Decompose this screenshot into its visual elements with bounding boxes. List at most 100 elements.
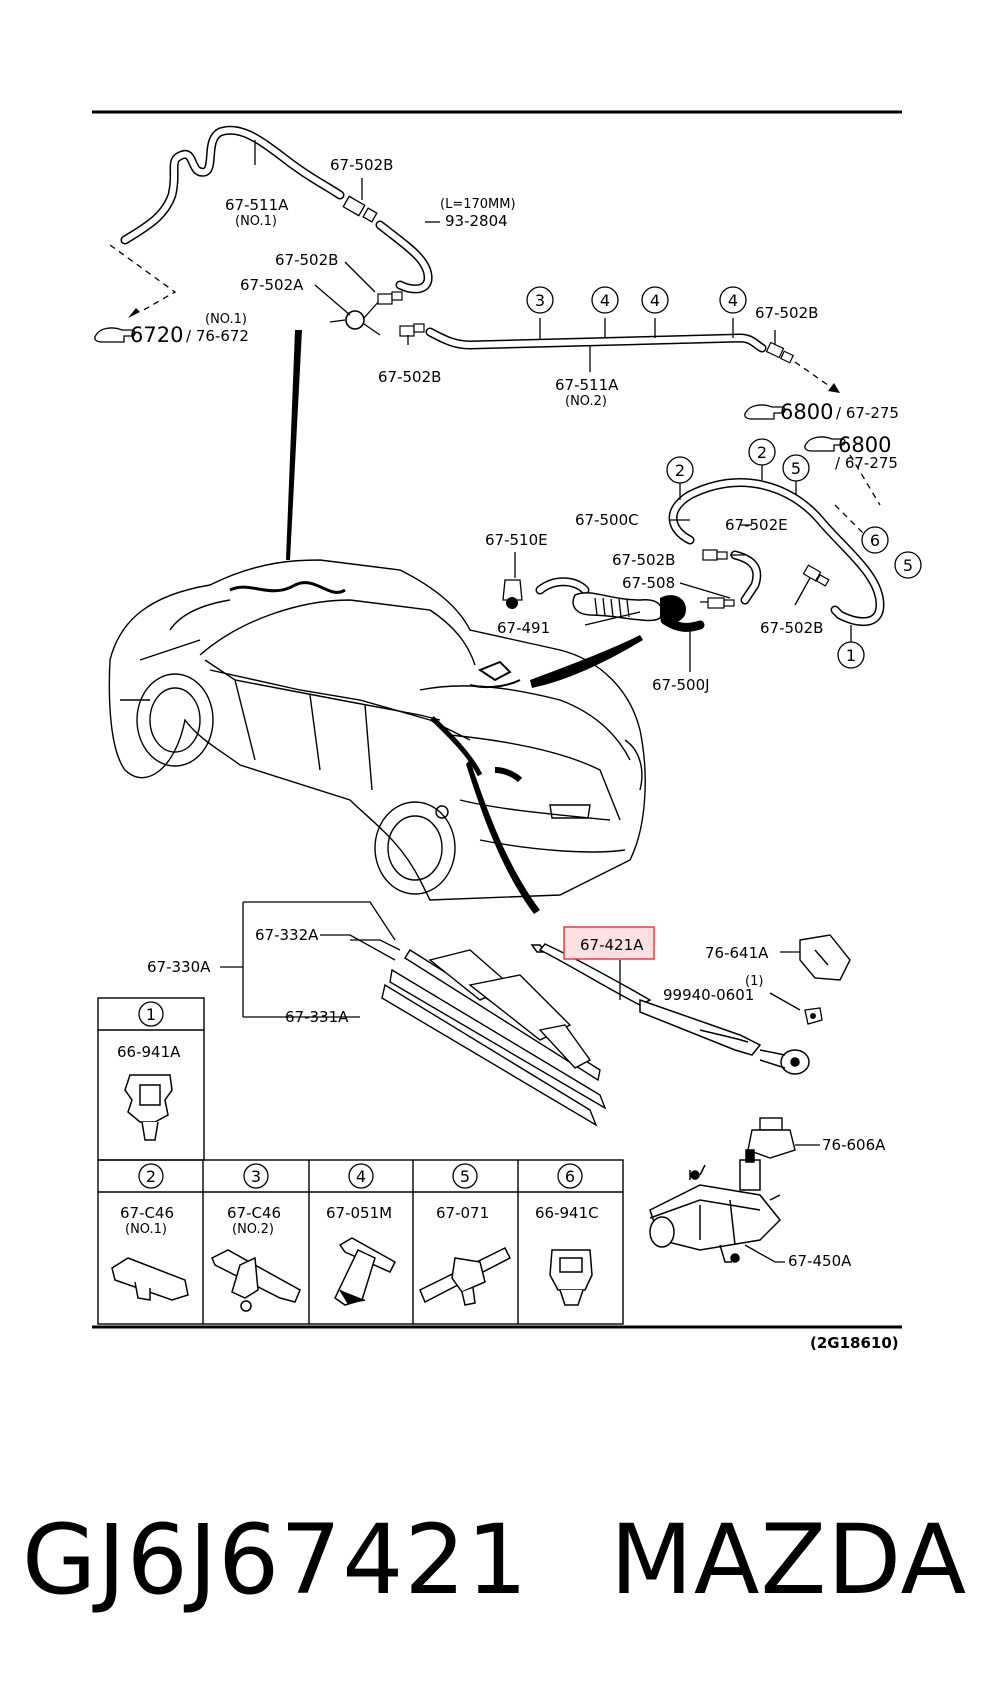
- hose-93-2804: [375, 220, 433, 294]
- svg-text:6: 6: [565, 1167, 575, 1186]
- svg-text:66-941A: 66-941A: [117, 1043, 181, 1061]
- svg-text:1: 1: [146, 1005, 156, 1024]
- callout-3-hose: 3: [526, 286, 554, 314]
- label-67-450a: 67-450A: [788, 1252, 852, 1270]
- callout-4b-hose: 4: [641, 286, 669, 314]
- label-67-502b-a: 67-502B: [330, 156, 393, 174]
- fitting-67-508: [707, 597, 735, 609]
- label-67-330a: 67-330A: [147, 958, 211, 976]
- label-67-502b-c: 67-502B: [378, 368, 441, 386]
- brand-name: MAZDA: [610, 1504, 968, 1616]
- connector-67-502b-top: [342, 195, 378, 223]
- label-length: (L=170MM): [440, 197, 516, 212]
- valve-67-491: [535, 577, 705, 632]
- hose-67-502e: [730, 550, 762, 605]
- cap-76-641a: [799, 934, 851, 981]
- reference-6800-a: 6800 / 67-275: [744, 400, 899, 424]
- label-67-500j: 67-500J: [652, 676, 710, 694]
- label-67-502b-d: 67-502B: [755, 304, 818, 322]
- legend-item-3: 3 67-C46 (NO.2): [211, 1163, 301, 1312]
- label-67-502a: 67-502A: [240, 276, 304, 294]
- svg-text:4: 4: [728, 291, 738, 310]
- label-67-508: 67-508: [622, 574, 675, 592]
- callout-5b-rear: 5: [894, 551, 922, 579]
- clip-66-941a-icon: [124, 1074, 173, 1141]
- label-no1: (NO.1): [205, 312, 247, 327]
- callout-2b-rear: 2: [748, 438, 776, 466]
- legend-item-2: 2 67-C46 (NO.1): [111, 1163, 189, 1301]
- label-76-672: / 76-672: [186, 327, 249, 345]
- svg-text:2: 2: [757, 443, 767, 462]
- highlight-67-421a: [563, 926, 655, 960]
- hose-67-500c: [668, 478, 885, 626]
- clip-67-071-icon: [419, 1246, 512, 1306]
- pointing-hand-icon: [94, 327, 136, 343]
- legend-item-1: 1 66-941A: [117, 1001, 181, 1141]
- nut-99940-0601: [804, 1007, 823, 1025]
- wiper-on-car: [430, 716, 483, 777]
- label-67-502b-f: 67-502B: [760, 619, 823, 637]
- label-67-275-b: / 67-275: [835, 454, 898, 472]
- svg-text:2: 2: [146, 1167, 156, 1186]
- diagram-code: (2G18610): [810, 1334, 899, 1352]
- svg-text:(NO.1): (NO.1): [125, 1222, 167, 1237]
- svg-text:6: 6: [870, 531, 880, 550]
- hose-67-511a-no2: [425, 327, 767, 353]
- legend-item-6: 6 66-941C: [535, 1163, 599, 1306]
- label-93-2804: 93-2804: [445, 212, 508, 230]
- clip-67-c46-no1-icon: [111, 1257, 189, 1301]
- label-67-511a-no2: 67-511A: [555, 376, 619, 394]
- clip-67-c46-no2-icon: [211, 1249, 301, 1312]
- label-6720: 6720: [130, 323, 183, 347]
- callout-4c-hose: 4: [719, 286, 747, 314]
- label-67-511a-no1: 67-511A: [225, 196, 289, 214]
- callout-4a-hose: 4: [591, 286, 619, 314]
- label-6800-a: 6800: [780, 400, 833, 424]
- svg-text:5: 5: [903, 556, 913, 575]
- pointing-hand-icon: [744, 404, 786, 420]
- junction-67-502a: [329, 291, 425, 337]
- label-76-641a: 76-641A: [705, 944, 769, 962]
- callout-1-rear: 1: [837, 641, 865, 669]
- label-76-606a: 76-606A: [822, 1136, 886, 1154]
- cap-76-606a: [747, 1117, 796, 1159]
- leader-wedge-2: [530, 635, 643, 688]
- clip-67-051m-icon: [334, 1237, 396, 1306]
- label-67-331a: 67-331A: [285, 1008, 349, 1026]
- svg-text:2: 2: [675, 461, 685, 480]
- label-67-500c: 67-500C: [575, 511, 639, 529]
- label-99940-0601: 99940-0601: [663, 986, 754, 1004]
- label-67-275-a: / 67-275: [836, 404, 899, 422]
- svg-text:67-C46: 67-C46: [120, 1204, 174, 1222]
- motor-67-450a: [649, 1149, 782, 1263]
- reference-6720: 6720 / 76-672: [94, 323, 249, 347]
- hose-67-511a-no1: [120, 125, 345, 245]
- legend-item-5: 5 67-071: [419, 1163, 512, 1306]
- label-67-332a: 67-332A: [255, 926, 319, 944]
- label-67-502e: 67-502E: [725, 516, 788, 534]
- car-illustration: [108, 559, 646, 901]
- svg-text:3: 3: [251, 1167, 261, 1186]
- callout-5a-rear: 5: [782, 454, 810, 482]
- label-67-421a: 67-421A: [580, 936, 644, 954]
- svg-text:4: 4: [650, 291, 660, 310]
- label-67-491: 67-491: [497, 619, 550, 637]
- legend-item-4: 4 67-051M: [326, 1163, 396, 1306]
- svg-text:67-C46: 67-C46: [227, 1204, 281, 1222]
- clip-66-941c-icon: [549, 1249, 593, 1306]
- svg-text:3: 3: [535, 291, 545, 310]
- pointing-hand-icon: [804, 436, 846, 452]
- svg-text:1: 1: [846, 646, 856, 665]
- label-67-502b-e: 67-502B: [612, 551, 675, 569]
- label-6800-b: 6800: [838, 433, 891, 457]
- leader-wedge-3: [466, 760, 540, 914]
- footer: GJ6J67421 MAZDA: [0, 1500, 991, 1640]
- reference-6800-b: 6800 / 67-275: [804, 433, 898, 472]
- label-67-502b-b: 67-502B: [275, 251, 338, 269]
- legend-table: [97, 997, 624, 1325]
- svg-text:4: 4: [600, 291, 610, 310]
- svg-text:(NO.2): (NO.2): [232, 1222, 274, 1237]
- svg-text:67-051M: 67-051M: [326, 1204, 392, 1222]
- svg-text:5: 5: [791, 459, 801, 478]
